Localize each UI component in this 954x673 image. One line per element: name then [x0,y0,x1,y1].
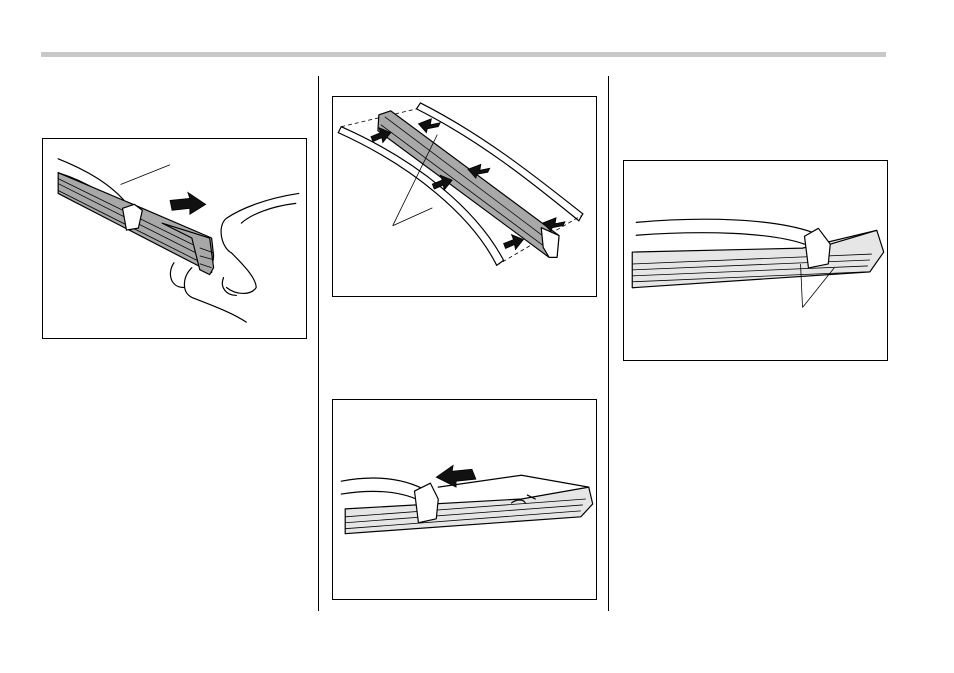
wiper-blade-insertion-icon [333,400,596,599]
figure-wiper-removal [42,138,307,339]
wiper-blade-removal-icon [43,139,306,338]
wiper-blade-stopper-icon [624,161,887,360]
header-rule [41,52,886,57]
column-divider-right [608,76,609,611]
figure-blade-stopper [623,160,888,361]
figure-blade-insertion [332,399,597,600]
figure-rubber-stays [332,96,597,297]
wiper-rubber-and-stays-icon [333,97,596,296]
column-divider-left [318,76,319,611]
